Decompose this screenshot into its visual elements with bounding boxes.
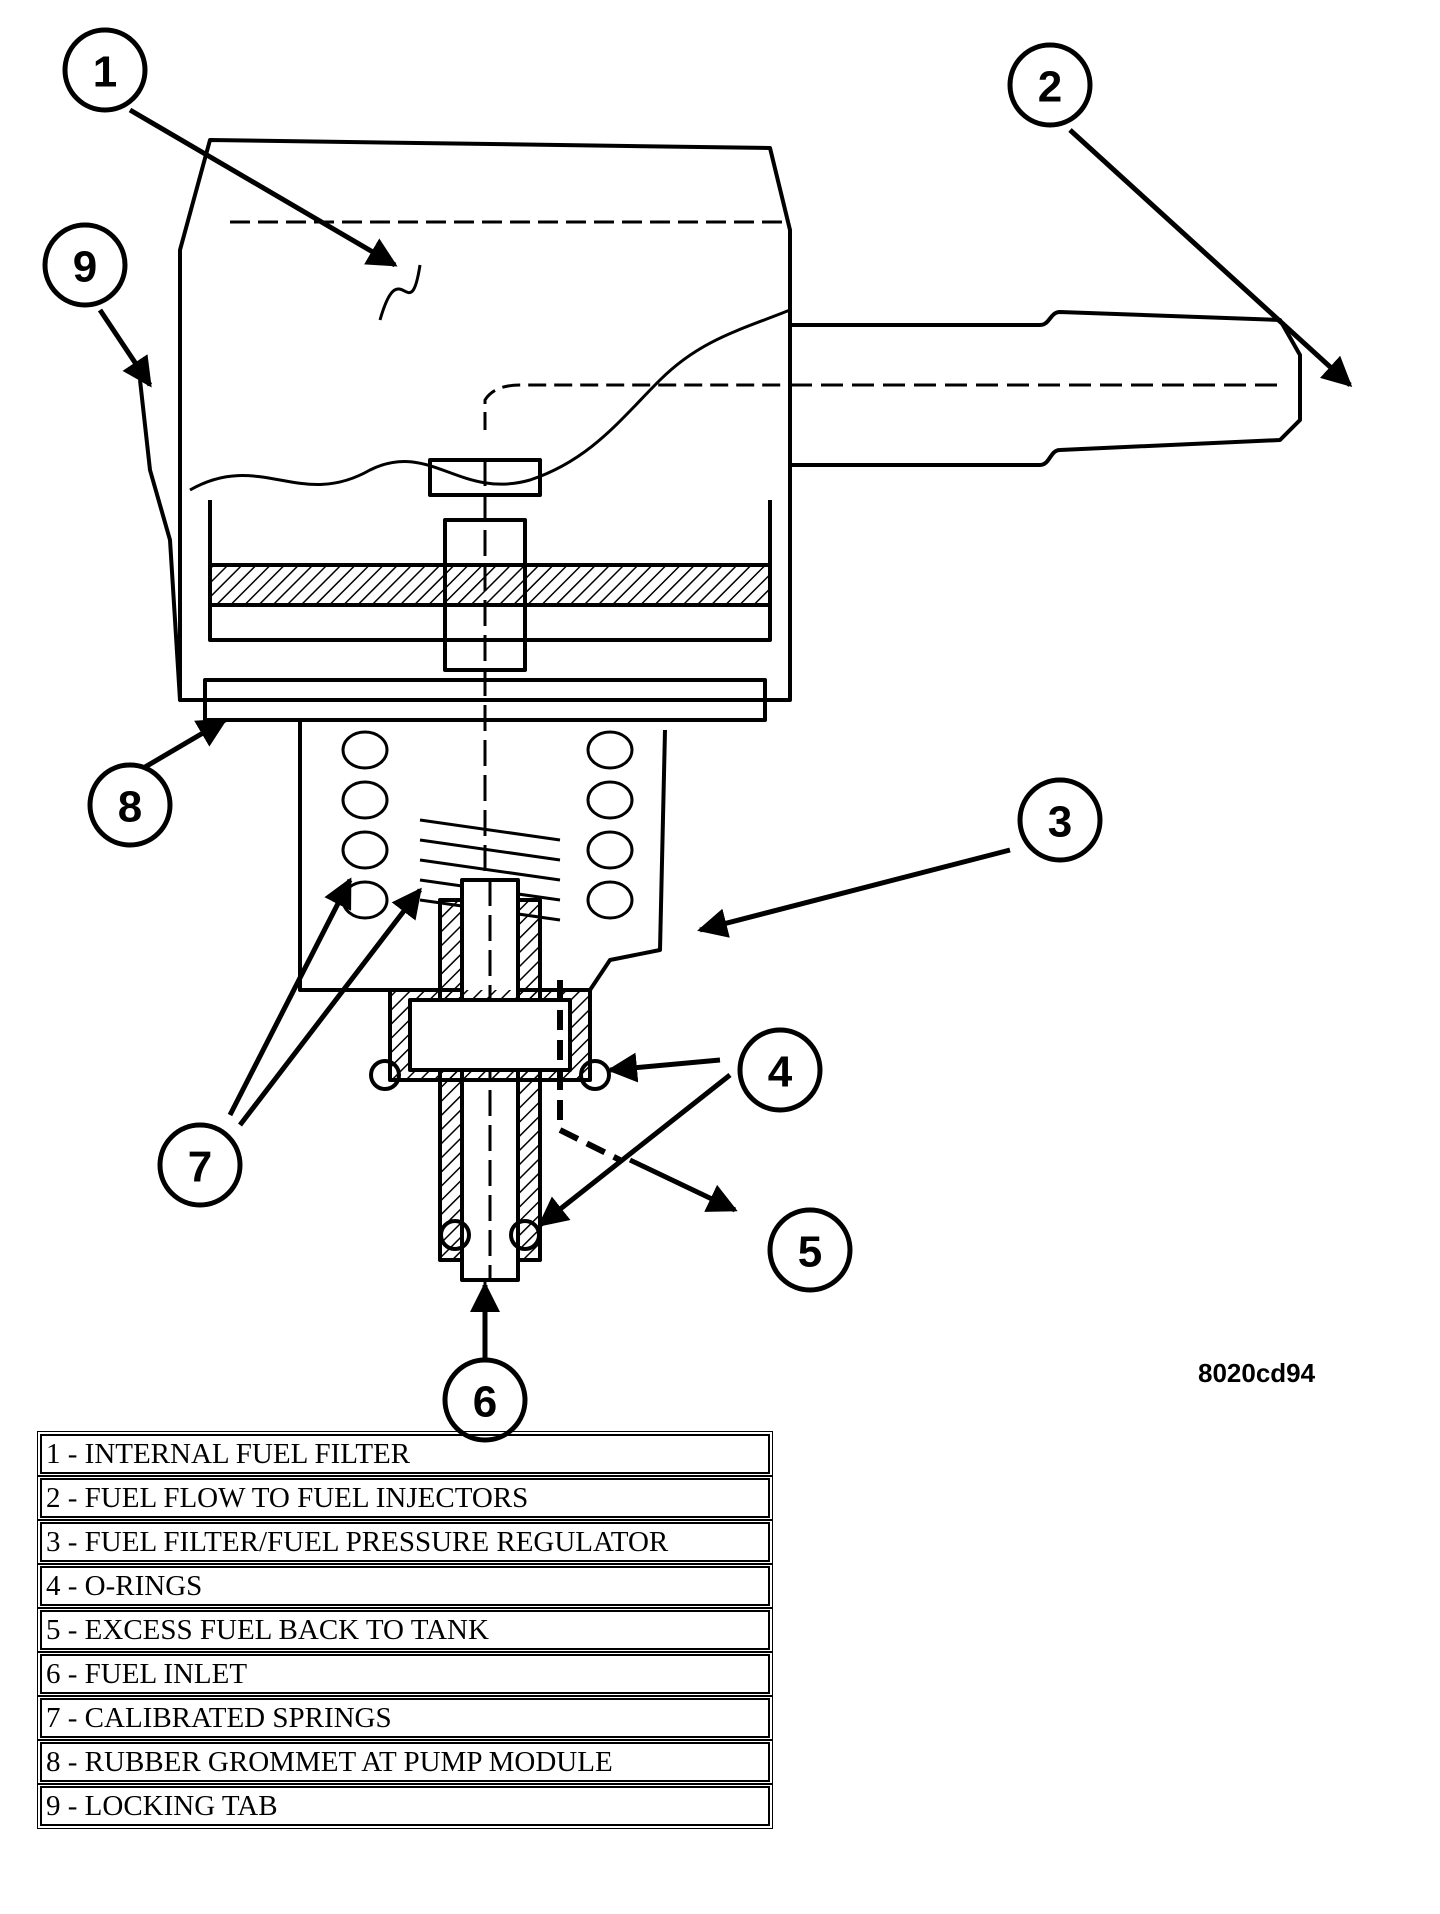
callout-7: 7	[188, 1143, 212, 1192]
o-ring	[439, 1219, 471, 1251]
legend-row: 6 - FUEL INLET	[37, 1651, 773, 1697]
callout-2-circle	[1007, 42, 1093, 128]
leader-7a	[227, 877, 353, 1117]
callout-8-circle	[87, 762, 173, 848]
regulator-body	[298, 720, 667, 992]
leader-7b	[238, 887, 422, 1127]
legend-row: 2 - FUEL FLOW TO FUEL INJECTORS	[37, 1475, 773, 1521]
leader-3	[697, 847, 1011, 938]
legend-item-5: 5 - EXCESS FUEL BACK TO TANK	[37, 1607, 773, 1653]
leader-1	[128, 107, 398, 268]
callout-6-circle	[442, 1357, 528, 1443]
callout-1: 1	[93, 48, 117, 97]
callout-6: 6	[473, 1378, 497, 1427]
leader-4a	[607, 1052, 721, 1083]
legend-row: 9 - LOCKING TAB	[37, 1783, 773, 1829]
callout-7-circle	[157, 1122, 243, 1208]
legend-row: 8 - RUBBER GROMMET AT PUMP MODULE	[37, 1739, 773, 1785]
callout-8: 8	[118, 783, 142, 832]
legend-row: 3 - FUEL FILTER/FUEL PRESSURE REGULATOR	[37, 1519, 773, 1565]
o-ring	[509, 1219, 541, 1251]
legend-item-8: 8 - RUBBER GROMMET AT PUMP MODULE	[37, 1739, 773, 1785]
legend-item-7: 7 - CALIBRATED SPRINGS	[37, 1695, 773, 1741]
leader-8	[138, 717, 228, 773]
leader-2	[1068, 128, 1353, 388]
callout-5: 5	[798, 1228, 822, 1277]
callout-1-circle	[62, 27, 148, 113]
callout-3-circle	[1017, 777, 1103, 863]
leader-5	[628, 1157, 738, 1213]
legend-item-9: 9 - LOCKING TAB	[37, 1783, 773, 1829]
legend-row: 5 - EXCESS FUEL BACK TO TANK	[37, 1607, 773, 1653]
legend-item-1: 1 - INTERNAL FUEL FILTER	[37, 1431, 773, 1477]
o-ring	[369, 1059, 401, 1091]
leader-4b	[537, 1073, 732, 1227]
callout-4: 4	[768, 1048, 793, 1097]
legend-row: 7 - CALIBRATED SPRINGS	[37, 1695, 773, 1741]
callout-5-circle	[767, 1207, 853, 1293]
callout-2: 2	[1038, 63, 1062, 112]
locking-tab	[138, 379, 182, 701]
filter-element-mark	[378, 264, 422, 321]
legend-item-3: 3 - FUEL FILTER/FUEL PRESSURE REGULATOR	[37, 1519, 773, 1565]
callout-9: 9	[73, 243, 97, 292]
filter-housing	[178, 138, 792, 702]
outlet-tube	[790, 310, 1302, 467]
legend-row: 4 - O-RINGS	[37, 1563, 773, 1609]
callout-3: 3	[1048, 798, 1072, 847]
legend-item-2: 2 - FUEL FLOW TO FUEL INJECTORS	[37, 1475, 773, 1521]
legend-table: 1 - INTERNAL FUEL FILTER 2 - FUEL FLOW T…	[37, 1430, 773, 1830]
legend-row: 1 - INTERNAL FUEL FILTER	[37, 1431, 773, 1477]
legend-item-6: 6 - FUEL INLET	[37, 1651, 773, 1697]
figure-code: 8020cd94	[1198, 1358, 1316, 1388]
cutaway-edge	[189, 308, 791, 492]
leader-9	[97, 308, 153, 388]
legend-item-4: 4 - O-RINGS	[37, 1563, 773, 1609]
callout-4-circle	[737, 1027, 823, 1113]
callout-9-circle	[42, 222, 128, 308]
